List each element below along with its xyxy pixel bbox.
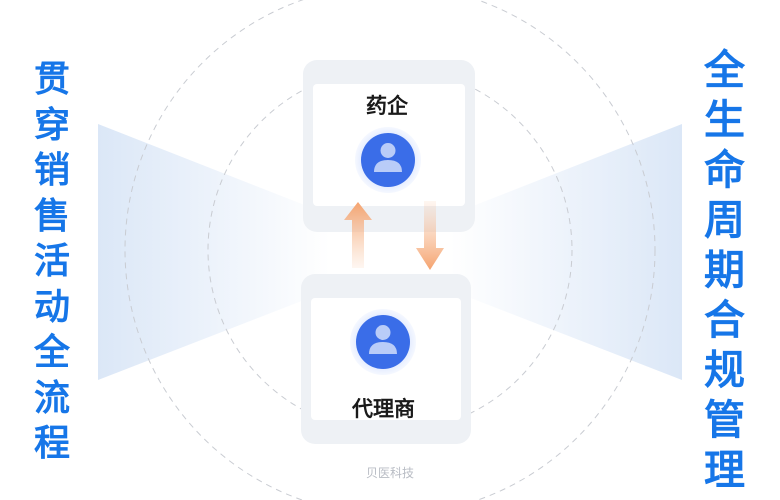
left-title-char: 程 [34,423,71,464]
inner-orbit-circle [207,67,573,433]
right-title-char: 生 [704,96,745,144]
right-title-char: 期 [704,246,745,294]
right-title-char: 规 [704,346,745,394]
right-title-char: 周 [704,196,745,244]
top-node-label: 药企 [366,94,408,118]
left-title-char: 售 [34,195,71,237]
arrow-down-icon [416,201,444,270]
left-title-char: 流 [34,377,71,419]
bottom-node-label: 代理商 [352,397,415,421]
left-title-char: 销 [34,150,71,191]
watermark: 贝医科技 [365,466,414,480]
left-title-char: 动 [34,286,71,328]
right-title-char: 理 [704,446,745,494]
left-title-char: 贯 [34,59,71,100]
bottom-user-avatar-icon [350,309,416,375]
left-title-char: 活 [34,241,71,282]
left-beam [98,124,330,380]
top-user-avatar-icon [355,127,421,193]
arrow-up-icon [344,202,372,268]
left-title-char: 穿 [34,104,71,146]
right-vertical-title: 全生命周期合规管理 [704,50,745,500]
right-title-char: 管 [704,396,745,444]
right-title-char: 全 [704,46,745,94]
right-beam [450,124,682,380]
outer-orbit-circle [124,0,656,500]
left-vertical-title: 贯穿销售活动全流程 [34,62,70,472]
right-title-char: 命 [704,146,745,194]
right-title-char: 合 [704,296,745,344]
left-title-char: 全 [34,332,71,373]
